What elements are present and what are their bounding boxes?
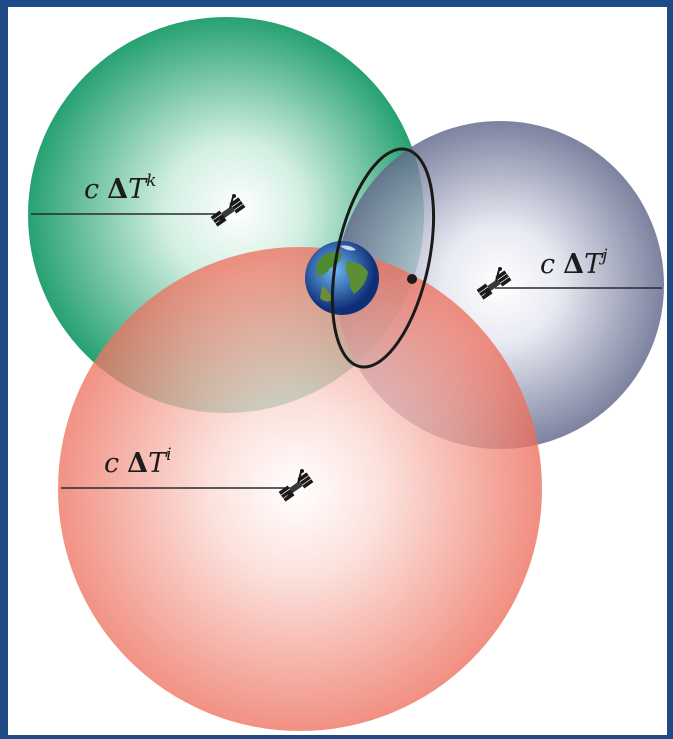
earth-icon [305,241,379,315]
orbit-ellipse [330,147,436,369]
receiver-dot [407,274,417,284]
sphere-i [58,247,542,731]
